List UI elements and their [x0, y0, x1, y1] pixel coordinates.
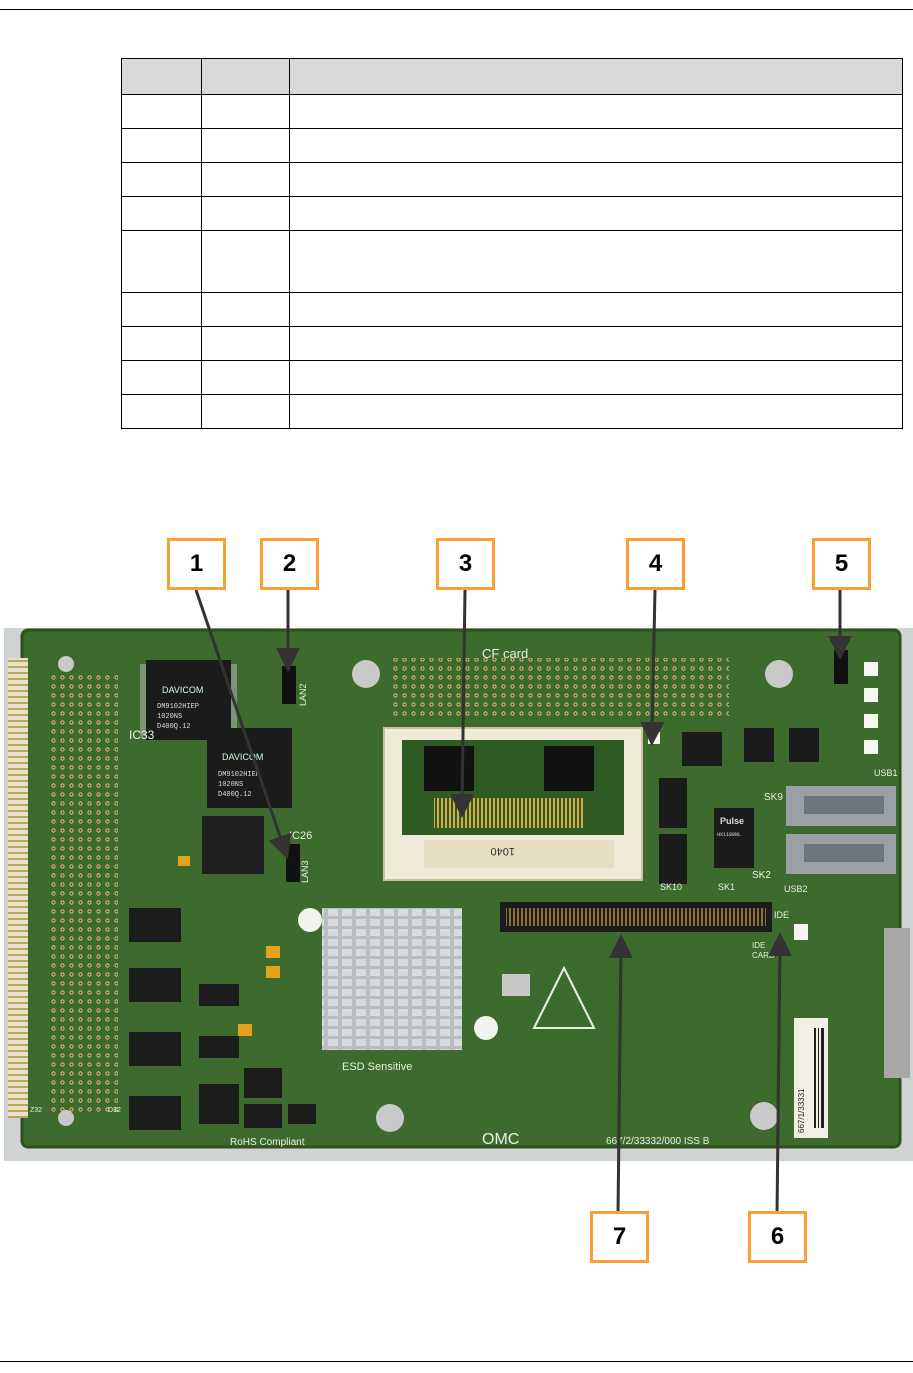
- cf-number-label: 1040: [491, 845, 515, 857]
- sk1-label: SK1: [718, 882, 735, 892]
- rohs-label: RoHS Compliant: [230, 1137, 305, 1148]
- table-row: [121, 360, 903, 395]
- connector-table: [121, 58, 903, 429]
- sk2-label: SK2: [752, 870, 771, 881]
- footer-rule: [0, 1361, 913, 1362]
- sk10-label: SK10: [660, 882, 682, 892]
- callout-3: 3: [436, 538, 495, 590]
- callout-1: 1: [167, 538, 226, 590]
- usb1-label: USB1: [874, 768, 898, 778]
- table-header-row: [121, 58, 903, 95]
- cf-card-silk: CF card: [482, 646, 528, 661]
- pcb-photo: DAVICOM DM9102HIEP 1020NS D400Q.12 IC33 …: [4, 628, 913, 1161]
- table-row: [121, 162, 903, 197]
- chip2-text2: 1020NS: [218, 781, 243, 789]
- ic33-label: IC33: [129, 728, 155, 742]
- d32-label: D32: [108, 1107, 121, 1114]
- barcode-label: 667/1/33331: [797, 1088, 806, 1133]
- chip2-brand: DAVICOM: [222, 752, 263, 762]
- ide-card-label1: IDE: [752, 941, 765, 950]
- pulse-part: HX1188NL: [717, 832, 741, 838]
- callout-6: 6: [748, 1211, 807, 1263]
- table-row: [121, 326, 903, 361]
- callout-2: 2: [260, 538, 319, 590]
- chip1-text1: DM9102HIEP: [157, 703, 199, 711]
- sk9-label: SK9: [764, 792, 783, 803]
- chip1-text2: 1020NS: [157, 713, 182, 721]
- callout-7: 7: [590, 1211, 649, 1263]
- chip2-text3: D400Q.12: [218, 791, 252, 799]
- lan3-label: LAN3: [300, 860, 310, 883]
- header-rule: [0, 9, 913, 10]
- z32-label: Z32: [30, 1107, 42, 1114]
- chip1-brand: DAVICOM: [162, 685, 203, 695]
- esd-label: ESD Sensitive: [342, 1061, 412, 1073]
- ic26-label: IC26: [289, 830, 312, 842]
- callout-4: 4: [626, 538, 685, 590]
- table-row: [121, 94, 903, 129]
- usb2-label: USB2: [784, 884, 808, 894]
- table-row: [121, 128, 903, 163]
- ide-label: IDE: [774, 910, 789, 920]
- ide-card-label2: CARD: [752, 951, 775, 960]
- table-row: [121, 230, 903, 293]
- table-row: [121, 196, 903, 231]
- omc-label: OMC: [482, 1131, 519, 1148]
- part-number-label: 667/2/33332/000 ISS B: [606, 1136, 710, 1147]
- pulse-brand: Pulse: [720, 816, 744, 826]
- callout-5: 5: [812, 538, 871, 590]
- chip2-text1: DM9102HIEP: [218, 771, 260, 779]
- chip1-text3: D400Q.12: [157, 723, 191, 731]
- lan2-label: LAN2: [298, 683, 308, 706]
- table-row: [121, 292, 903, 327]
- table-row: [121, 394, 903, 429]
